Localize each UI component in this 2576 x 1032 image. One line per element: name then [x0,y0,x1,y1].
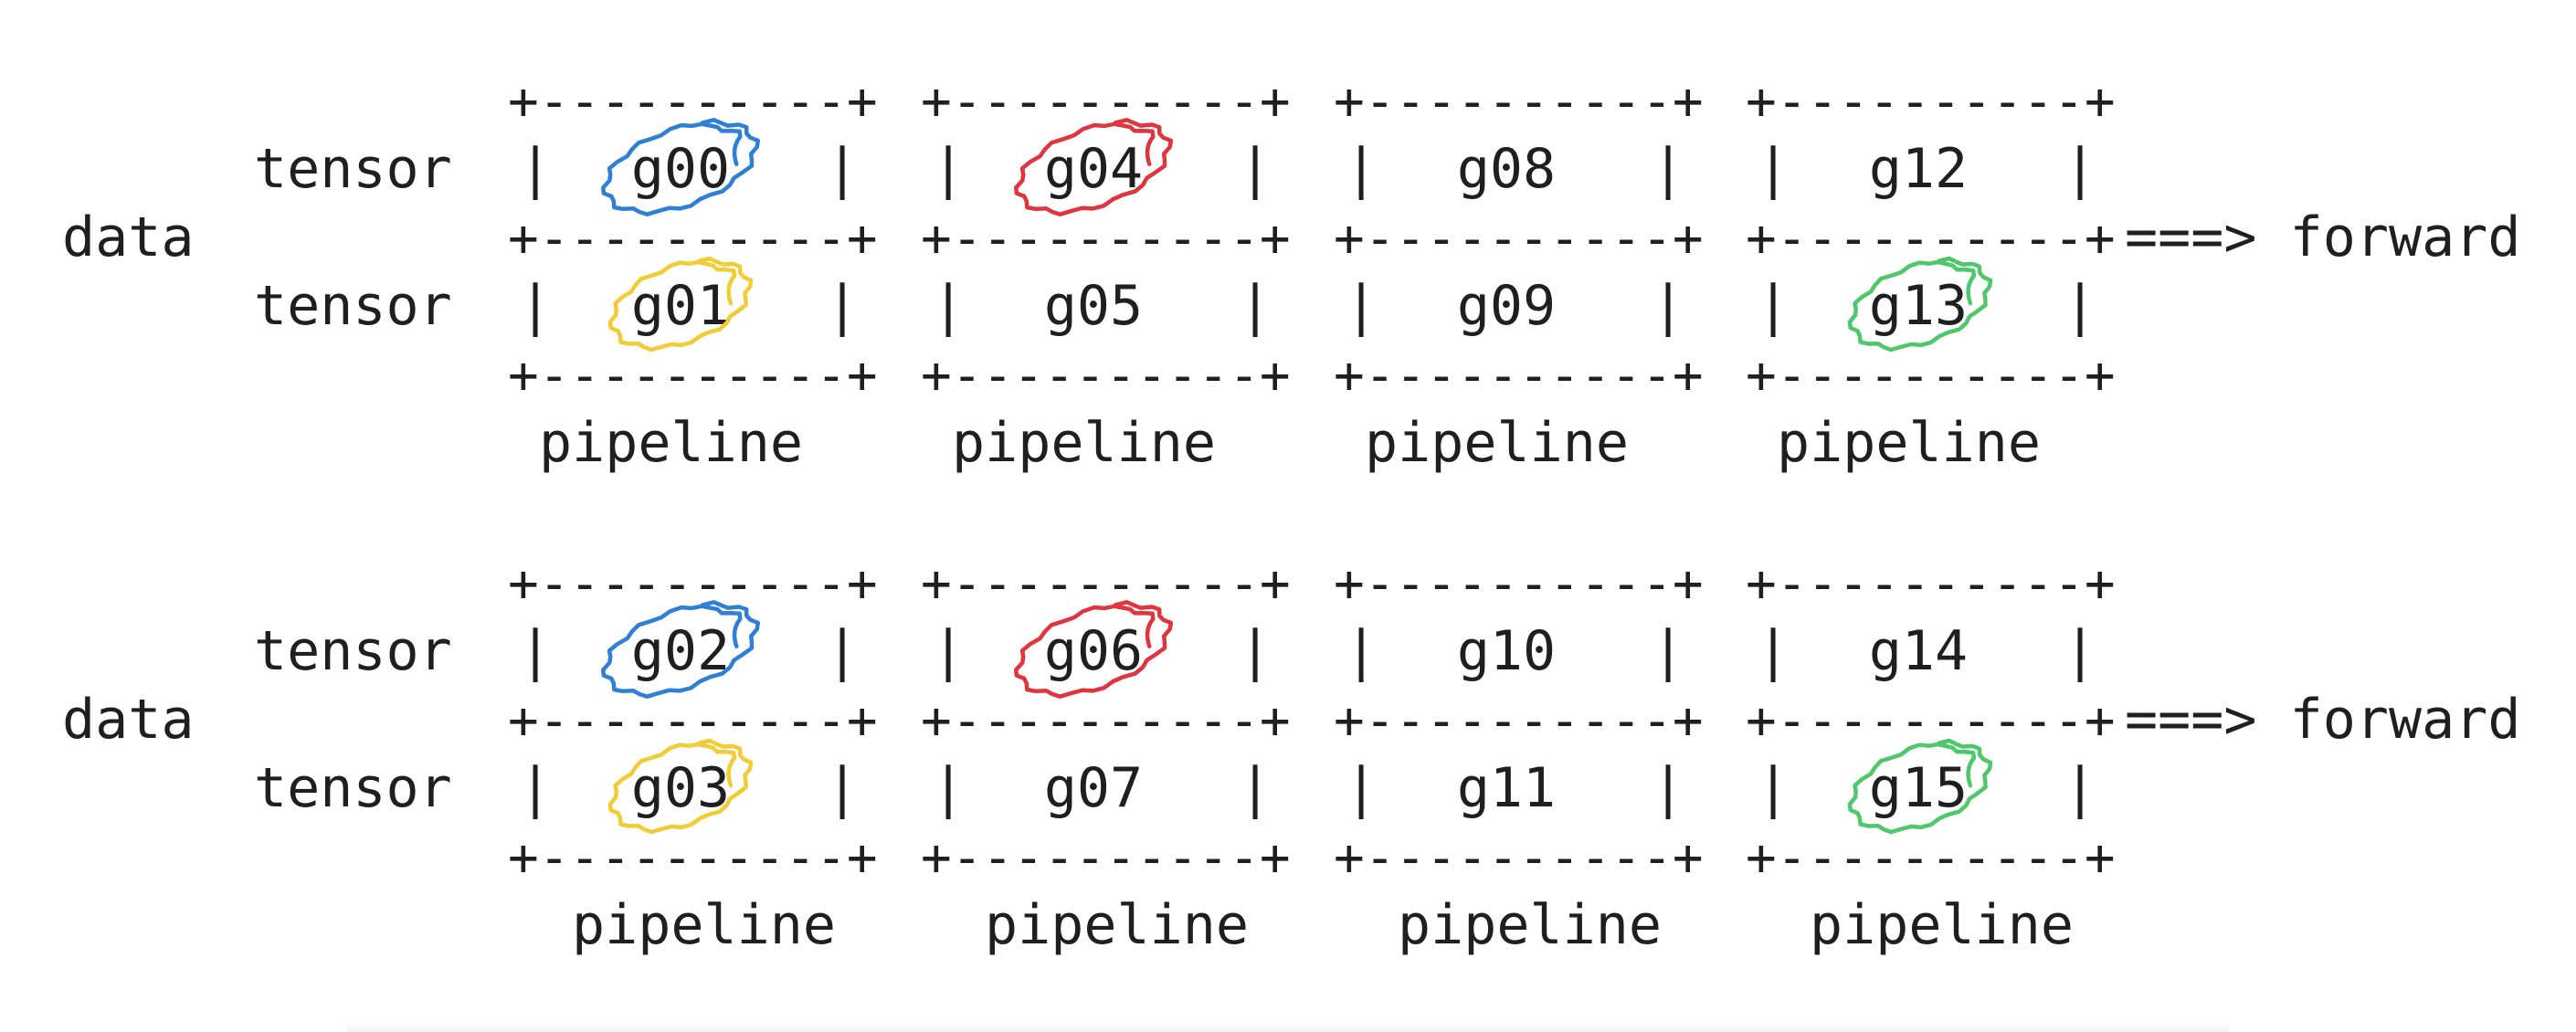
pipeline-label: pipeline [1810,893,2074,957]
data-label: data [62,688,195,752]
pipeline-label: pipeline [1398,893,1662,957]
gpu-highlight-circle [1847,256,1993,353]
box-border-line: +----------+ [1746,554,2116,614]
cell-left-edge: | [1757,619,1789,683]
gpu-cell-label: g13 [1869,274,1968,338]
gpu-highlight-circle [601,118,761,216]
cell-left-edge: | [519,756,552,820]
cell-left-edge: | [1757,756,1789,820]
box-border-line: +----------+ [508,209,878,269]
cell-left-edge: | [932,756,965,820]
gpu-cell-label: g03 [631,756,730,820]
tensor-label: tensor [254,756,452,820]
box-border-line: +----------+ [921,828,1291,888]
gpu-highlight-circle [1847,738,1993,835]
cell-left-edge: | [1345,274,1378,338]
pipeline-label: pipeline [1365,411,1629,475]
cell-right-edge: | [1239,619,1272,683]
gpu-cell-label: g05 [1044,274,1143,338]
gpu-highlight-circle [1014,600,1174,699]
box-border-line: +----------+ [921,691,1291,751]
box-border-line: +----------+ [1334,554,1704,614]
data-label: data [62,205,195,269]
cell-right-edge: | [1652,274,1684,338]
box-border-line: +----------+ [1746,346,2116,405]
cell-left-edge: | [1345,619,1378,683]
box-border-line: +----------+ [508,691,878,751]
cell-left-edge: | [1757,274,1789,338]
cell-right-edge: | [1239,756,1272,820]
cell-right-edge: | [1652,619,1684,683]
gpu-cell-label: g11 [1457,756,1556,820]
pipeline-label: pipeline [539,411,803,475]
bottom-shadow [347,1021,2229,1032]
gpu-highlight-circle [607,738,754,835]
gpu-cell-label: g00 [631,137,730,201]
pipeline-label: pipeline [572,893,836,957]
gpu-highlight-circle [1014,118,1174,216]
cell-right-edge: | [826,274,859,338]
pipeline-label: pipeline [985,893,1249,957]
cell-left-edge: | [1757,137,1789,201]
cell-right-edge: | [2064,137,2096,201]
box-border-line: +----------+ [1746,828,2116,888]
gpu-cell-label: g02 [631,619,730,683]
cell-left-edge: | [519,619,552,683]
box-border-line: +----------+ [921,72,1291,132]
box-border-line: +----------+ [508,554,878,614]
cell-left-edge: | [932,137,965,201]
box-border-line: +----------+ [921,554,1291,614]
box-border-line: +----------+ [1746,209,2116,269]
gpu-highlight-circle [601,600,761,699]
forward-label: ===> forward [2125,205,2520,269]
cell-right-edge: | [1239,274,1272,338]
cell-right-edge: | [1239,137,1272,201]
tensor-label: tensor [254,619,452,683]
cell-left-edge: | [932,619,965,683]
cell-right-edge: | [826,137,859,201]
gpu-cell-label: g07 [1044,756,1143,820]
cell-left-edge: | [519,274,552,338]
box-border-line: +----------+ [508,828,878,888]
gpu-cell-label: g09 [1457,274,1556,338]
cell-left-edge: | [1345,756,1378,820]
box-border-line: +----------+ [1334,346,1704,405]
gpu-cell-label: g04 [1044,137,1143,201]
cell-right-edge: | [2064,619,2096,683]
gpu-cell-label: g01 [631,274,730,338]
box-border-line: +----------+ [1334,209,1704,269]
cell-left-edge: | [1345,137,1378,201]
cell-right-edge: | [1652,137,1684,201]
box-border-line: +----------+ [921,346,1291,405]
box-border-line: +----------+ [921,209,1291,269]
cell-left-edge: | [932,274,965,338]
box-border-line: +----------+ [508,72,878,132]
pipeline-label: pipeline [952,411,1216,475]
cell-right-edge: | [2064,274,2096,338]
box-border-line: +----------+ [1334,691,1704,751]
gpu-cell-label: g12 [1869,137,1968,201]
pipeline-label: pipeline [1777,411,2041,475]
gpu-cell-label: g15 [1869,756,1968,820]
gpu-cell-label: g10 [1457,619,1556,683]
gpu-cell-label: g08 [1457,137,1556,201]
gpu-cell-label: g06 [1044,619,1143,683]
cell-right-edge: | [1652,756,1684,820]
forward-label: ===> forward [2125,688,2520,752]
gpu-highlight-circle [607,256,754,353]
tensor-label: tensor [254,274,452,338]
gpu-cell-label: g14 [1869,619,1968,683]
box-border-line: +----------+ [1334,828,1704,888]
box-border-line: +----------+ [1334,72,1704,132]
tensor-label: tensor [254,137,452,201]
box-border-line: +----------+ [1746,691,2116,751]
cell-left-edge: | [519,137,552,201]
cell-right-edge: | [826,756,859,820]
cell-right-edge: | [2064,756,2096,820]
box-border-line: +----------+ [508,346,878,405]
box-border-line: +----------+ [1746,72,2116,132]
cell-right-edge: | [826,619,859,683]
